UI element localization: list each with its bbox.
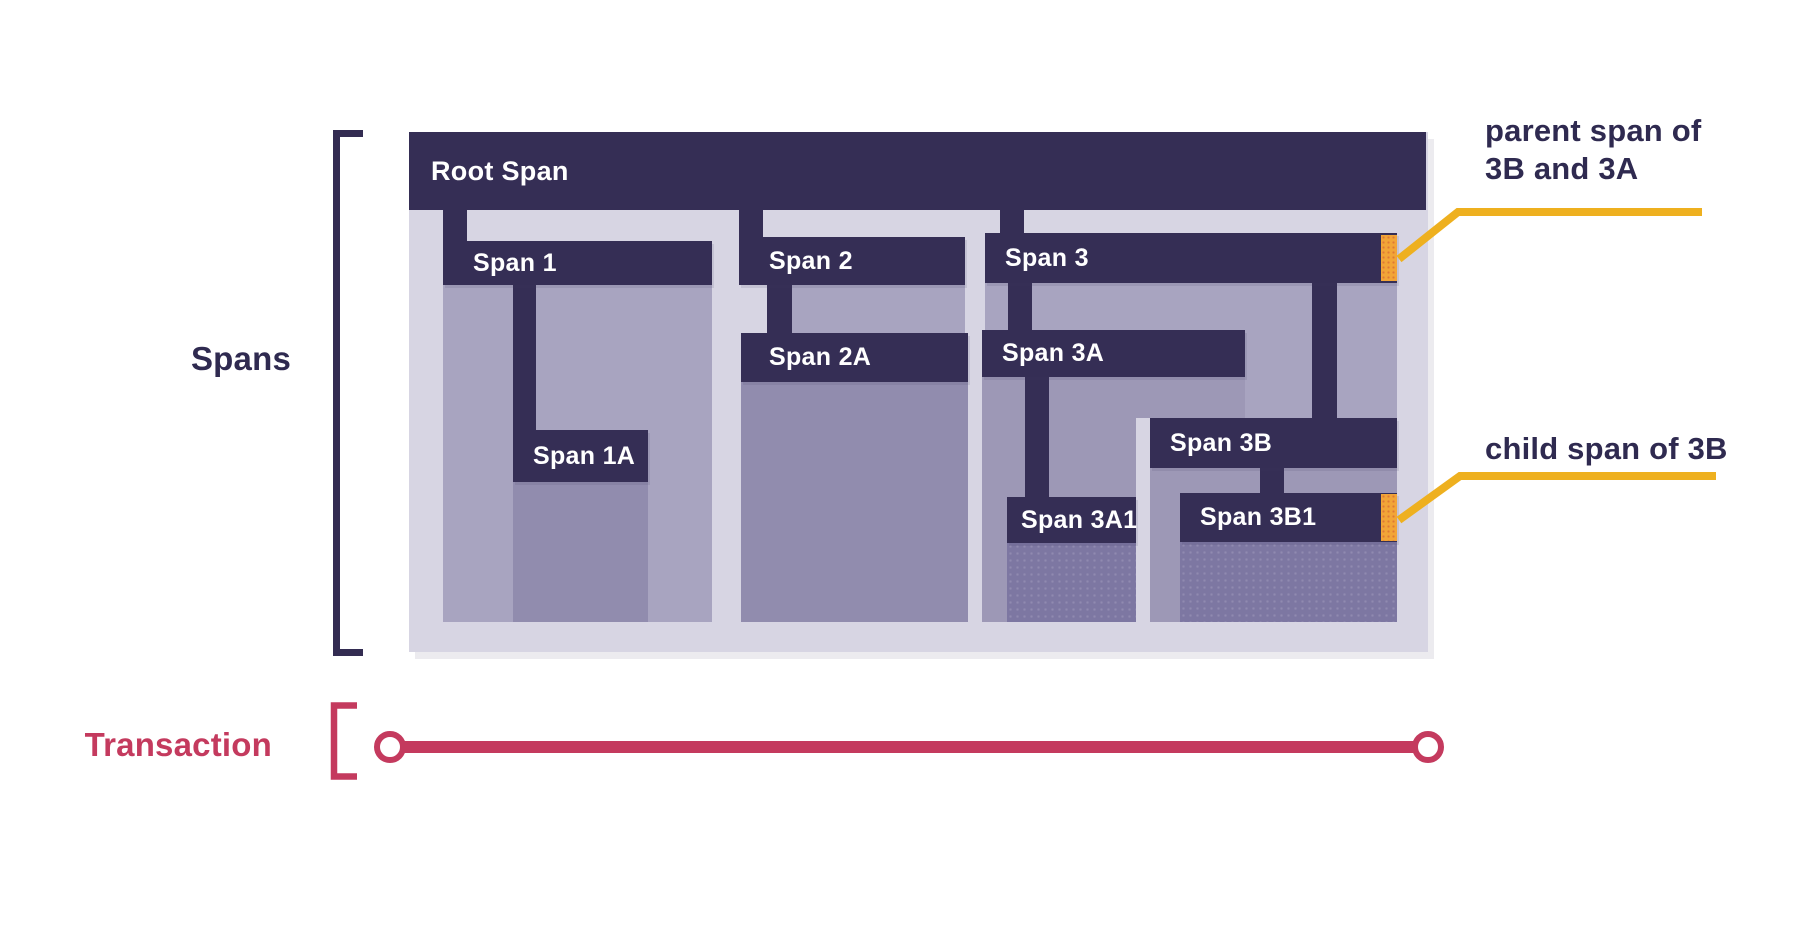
span3b-bar: Span 3B — [1150, 418, 1397, 468]
root-span-bar: Root Span — [409, 132, 1426, 210]
span2a-label: Span 2A — [769, 343, 872, 371]
span3a-to-span3a1-connector — [1025, 377, 1049, 501]
span1-to-span1a-connector — [513, 284, 536, 434]
span3-label: Span 3 — [1005, 243, 1089, 272]
span2a-body — [741, 382, 968, 622]
transaction-side-label: Transaction — [84, 726, 272, 763]
child-span-callout-line — [1396, 472, 1716, 524]
span3-column-gap — [1136, 418, 1150, 622]
span3a1-bar: Span 3A1 — [1007, 497, 1138, 543]
span3-bar: Span 3 — [985, 233, 1397, 283]
spans-bracket — [333, 130, 363, 656]
root-span-label: Root Span — [431, 155, 569, 186]
span3b1-body — [1180, 542, 1397, 622]
parent-span-callout-line — [1396, 208, 1702, 263]
span3b-to-span3b1-connector — [1260, 468, 1284, 497]
transaction-end-point — [1412, 731, 1444, 763]
span2-body — [792, 284, 965, 333]
span2-to-span2a-connector — [767, 284, 792, 336]
root-to-span1-connector — [443, 210, 467, 244]
span3a1-label: Span 3A1 — [1021, 505, 1138, 534]
span2a-bar: Span 2A — [741, 333, 968, 382]
span1-bar: Span 1 — [443, 241, 712, 285]
parent-span-annotation-line2: 3B and 3A — [1485, 151, 1639, 186]
span3b1-bar: Span 3B1 — [1180, 493, 1397, 542]
span1-label: Span 1 — [473, 248, 557, 277]
root-to-span3-connector — [1000, 210, 1024, 237]
span3a-bar: Span 3A — [982, 330, 1245, 377]
child-span-annotation: child span of 3B — [1485, 431, 1728, 466]
transaction-bracket — [330, 702, 357, 780]
span2-bar: Span 2 — [739, 237, 965, 285]
transaction-start-point — [374, 731, 406, 763]
span1a-bar: Span 1A — [513, 430, 648, 482]
span3b1-highlight-marker — [1381, 494, 1397, 541]
span3a-label: Span 3A — [1002, 339, 1105, 367]
span3b1-label: Span 3B1 — [1200, 503, 1317, 531]
root-to-span2-connector — [739, 210, 763, 241]
span3a1-body — [1007, 543, 1136, 622]
span2-label: Span 2 — [769, 246, 853, 275]
span1a-body — [513, 482, 648, 622]
span3-highlight-marker — [1381, 235, 1397, 281]
spans-side-label: Spans — [190, 340, 292, 377]
span1a-label: Span 1A — [533, 441, 636, 470]
parent-span-annotation: parent span of 3B and 3A — [1485, 112, 1701, 188]
span3-to-span3b-connector — [1312, 283, 1337, 422]
span3b-label: Span 3B — [1170, 428, 1273, 457]
parent-span-annotation-line1: parent span of — [1485, 113, 1702, 148]
span3-to-span3a-connector — [1008, 283, 1032, 334]
